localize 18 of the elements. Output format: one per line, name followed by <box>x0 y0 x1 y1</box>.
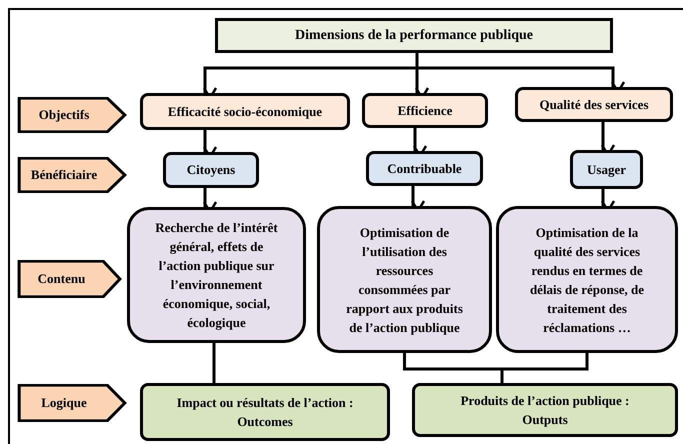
category-tag: Contenu <box>17 260 122 298</box>
content-box: Optimisation de l’utilisation des ressources consommées par rapport aux produits de l’action publique <box>317 206 492 353</box>
category-tag: Bénéficiaire <box>17 157 127 193</box>
connector-line <box>212 343 216 383</box>
objective-box: Efficacité socio-économique <box>140 93 350 130</box>
connector-line <box>500 353 588 383</box>
content-box: Recherche de l’intérêt général, effets de l’action publique sur l’environnement économique, social, écologique <box>127 207 306 343</box>
content-box: Optimisation de la qualité des services rendus en termes de délais de réponse, de traitement des réclamations … <box>496 206 678 353</box>
category-tag: Logique <box>17 384 127 422</box>
title-box: Dimensions de la performance publique <box>215 18 613 53</box>
objective-box: Qualité des services <box>515 87 673 122</box>
result-box: Impact ou résultats de l’action : Outcomes <box>140 383 390 441</box>
beneficiary-box: Usager <box>570 150 643 189</box>
beneficiary-box: Citoyens <box>163 152 259 188</box>
beneficiary-box: Contribuable <box>366 151 483 186</box>
objective-box: Efficience <box>362 93 488 128</box>
category-tag: Objectifs <box>17 97 127 133</box>
result-box: Produits de l’action publique : Outputs <box>412 383 678 437</box>
